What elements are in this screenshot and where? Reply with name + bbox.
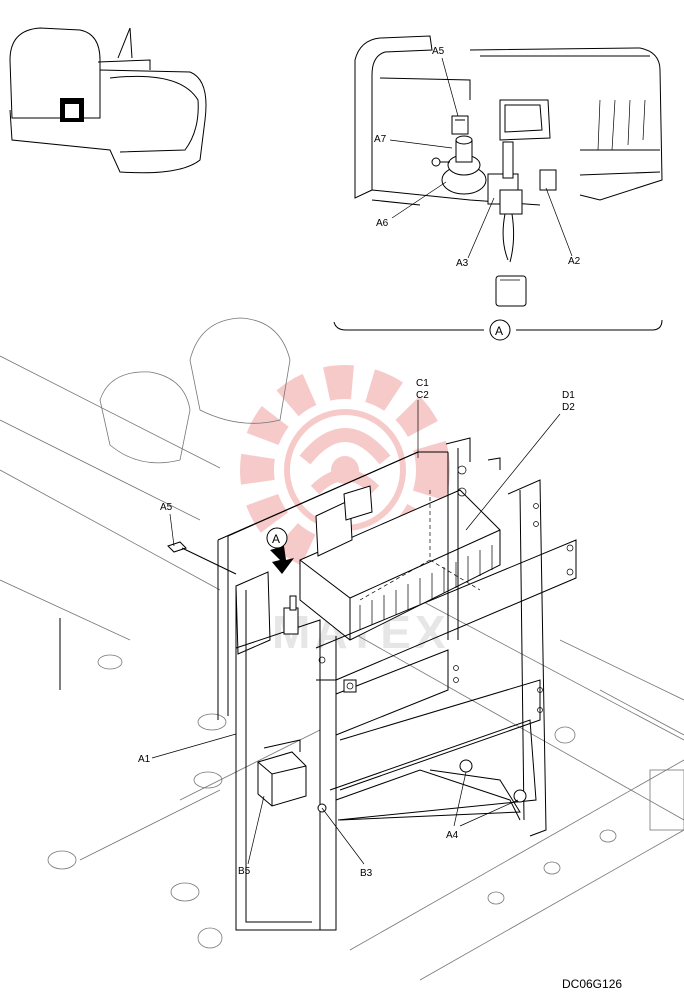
callout-a4: A4 [446, 830, 459, 841]
detail-a-marker-main: A [272, 532, 280, 546]
callout-b3: B3 [360, 868, 373, 879]
detail-a-view [354, 35, 663, 307]
detail-a-bracket [333, 319, 663, 331]
callout-a2: A2 [568, 256, 581, 267]
callout-a3: A3 [456, 258, 469, 269]
main-assembly: A [0, 317, 684, 981]
detail-a-arrow [270, 546, 294, 574]
callout-a5-main: A5 [160, 502, 173, 513]
drawing-code: DC06G126 [562, 977, 622, 991]
callout-c2: C2 [416, 390, 429, 401]
callout-a6: A6 [376, 218, 389, 229]
callout-a7: A7 [374, 134, 387, 145]
detail-a-marker-circle [489, 319, 511, 341]
callout-d1: D1 [562, 390, 575, 401]
leader-lines [151, 57, 573, 865]
callout-d2: D2 [562, 402, 575, 413]
callout-a1: A1 [138, 754, 151, 765]
detail-a-marker-main-circle [266, 527, 288, 549]
callout-b5: B5 [238, 866, 251, 877]
callout-c1: C1 [416, 378, 429, 389]
location-inset [9, 27, 207, 174]
callout-a5-top: A5 [432, 46, 445, 57]
detail-a-marker: A [495, 324, 503, 338]
